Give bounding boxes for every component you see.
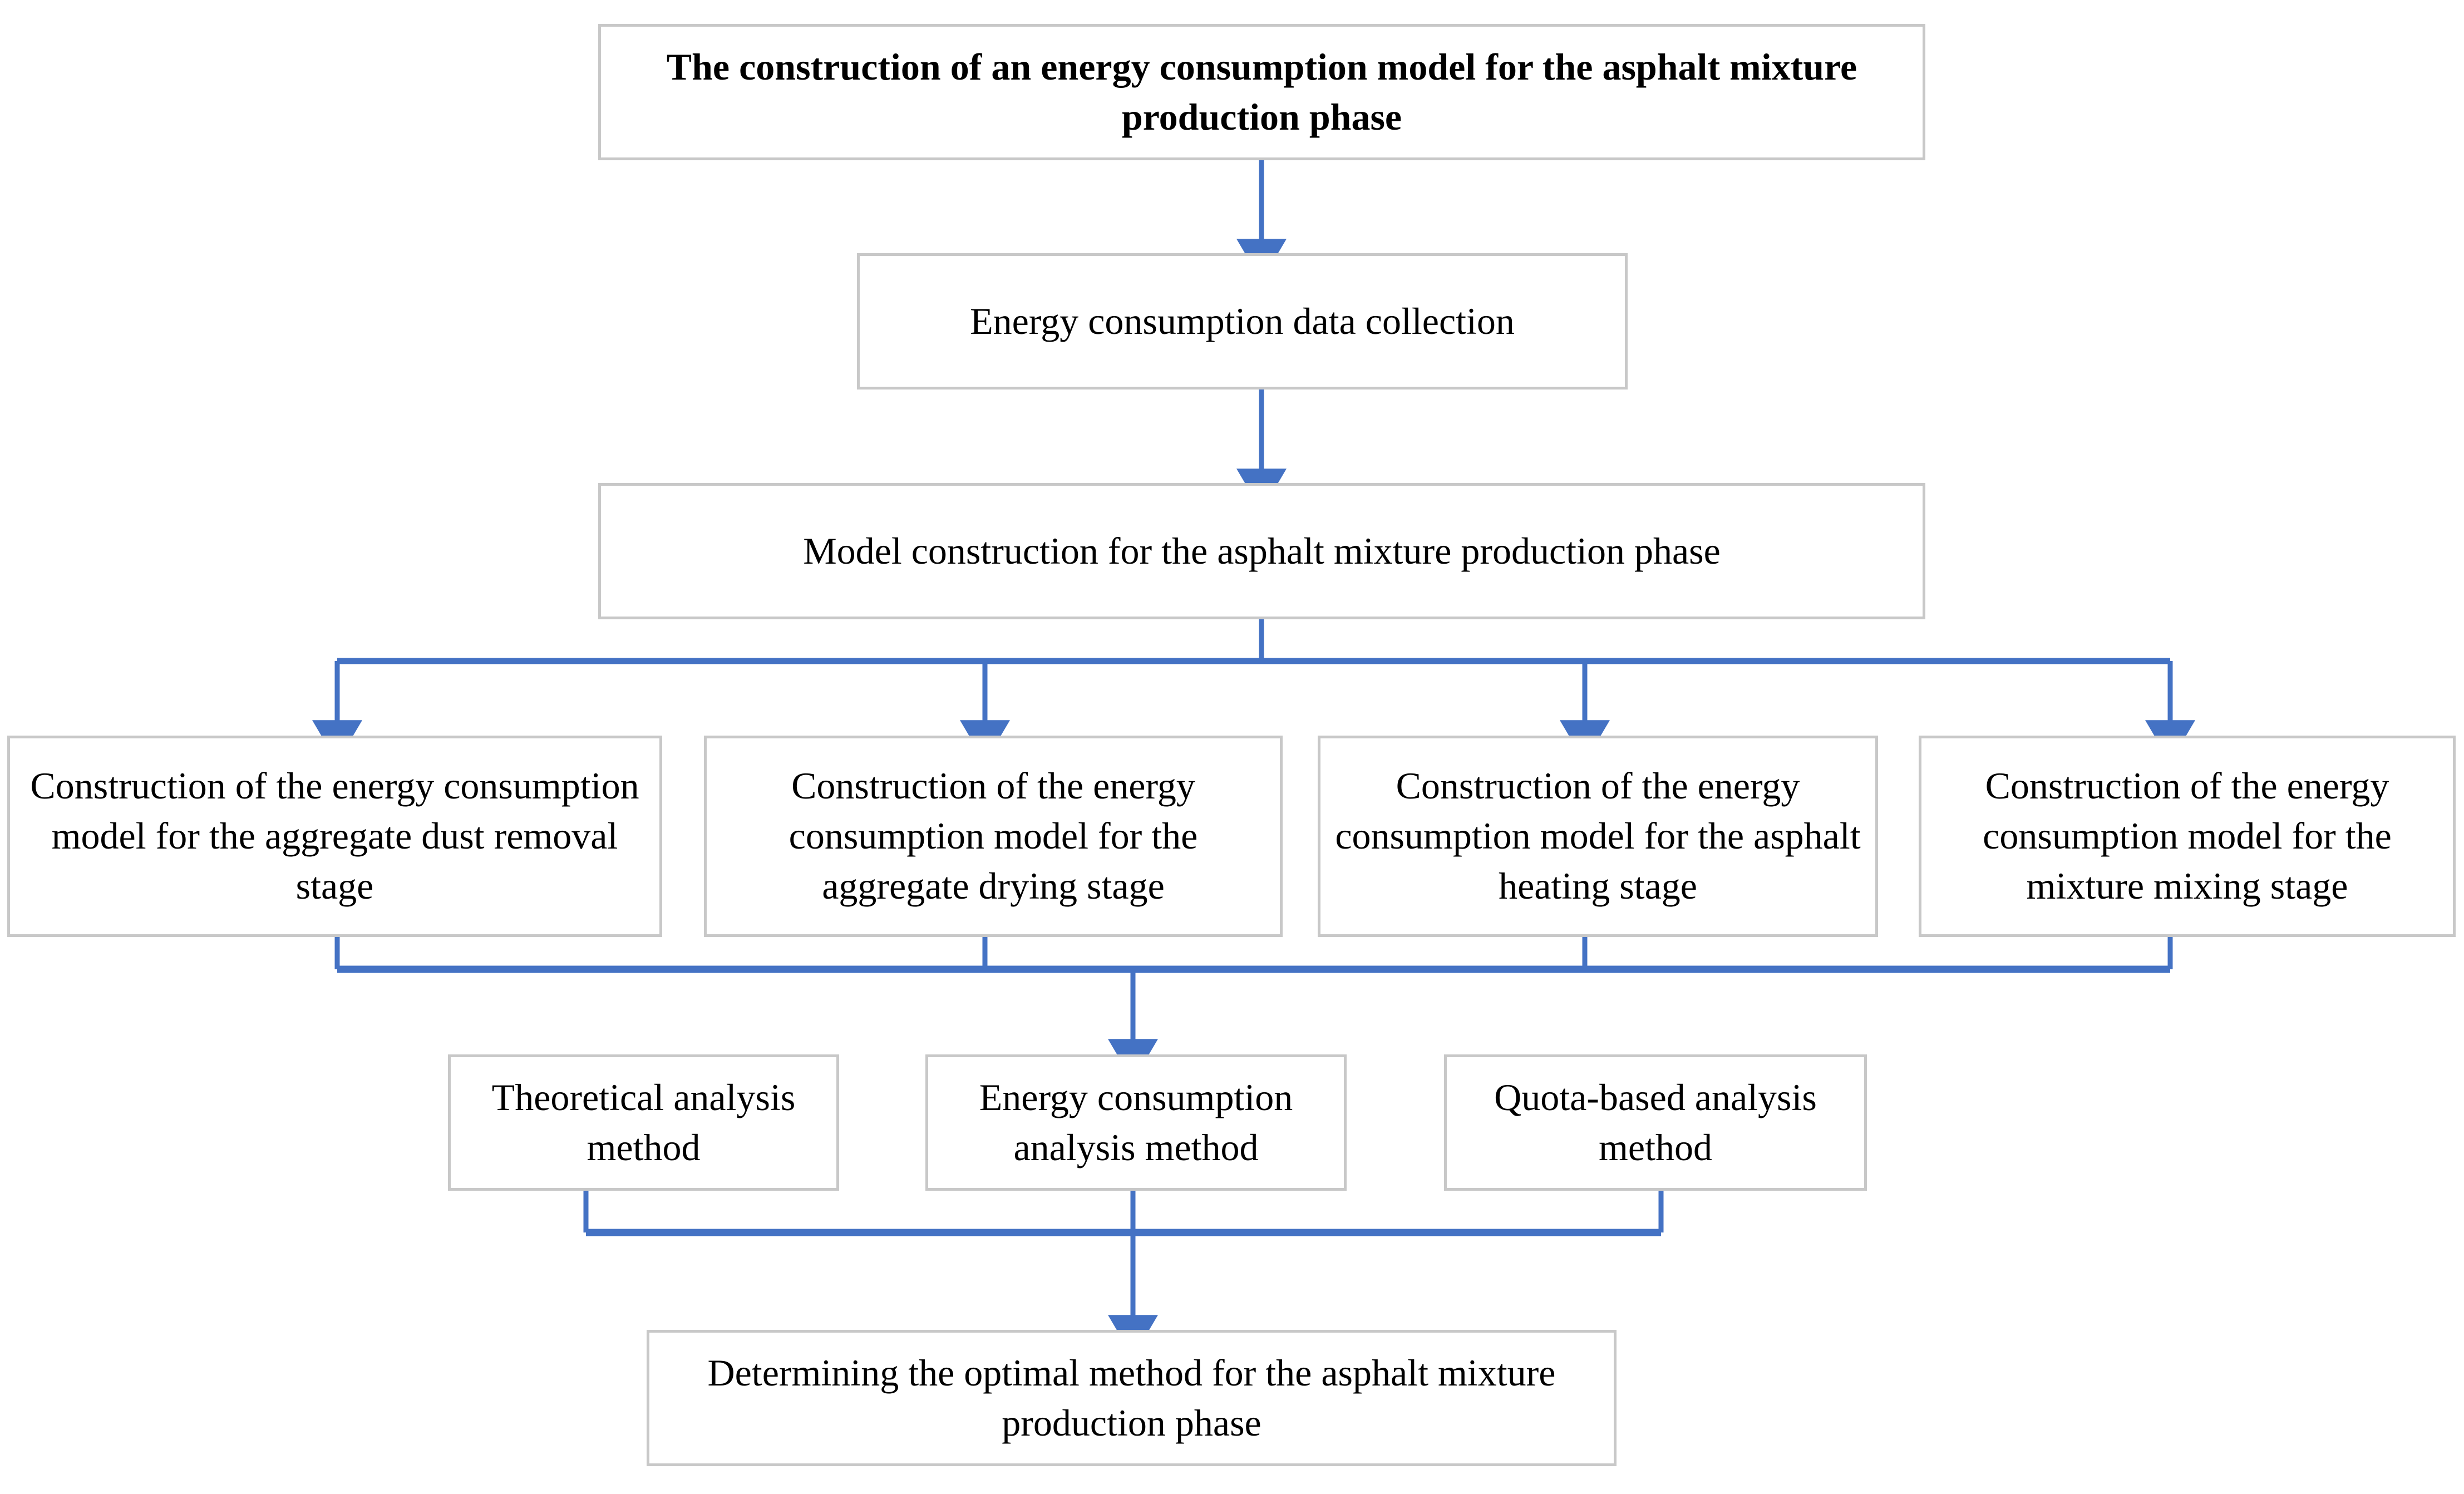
node-stage-drying[interactable]: Construction of the energy consumption m… <box>704 736 1283 937</box>
node-stage-dust-removal-label: Construction of the energy consumption m… <box>30 765 639 907</box>
node-stage-mixture-mixing-label: Construction of the energy consumption m… <box>1983 765 2392 907</box>
node-root[interactable]: The construction of an energy consumptio… <box>598 24 1925 160</box>
node-stage-asphalt-heating-label: Construction of the energy consumption m… <box>1335 765 1861 907</box>
edge-stages-merge-to-analysis-methods <box>334 937 2173 1082</box>
node-model-construction[interactable]: Model construction for the asphalt mixtu… <box>598 483 1925 619</box>
node-method-quota-based[interactable]: Quota-based analysis method <box>1444 1054 1867 1191</box>
node-model-construction-label: Model construction for the asphalt mixtu… <box>803 529 1721 572</box>
node-stage-dust-removal[interactable]: Construction of the energy consumption m… <box>7 736 662 937</box>
node-stage-asphalt-heating[interactable]: Construction of the energy consumption m… <box>1318 736 1878 937</box>
node-root-label: The construction of an energy consumptio… <box>666 45 1857 138</box>
node-method-theoretical[interactable]: Theoretical analysis method <box>448 1054 839 1191</box>
node-stage-mixture-mixing[interactable]: Construction of the energy consumption m… <box>1919 736 2456 937</box>
node-method-energy-consumption[interactable]: Energy consumption analysis method <box>925 1054 1347 1191</box>
node-outcome-label: Determining the optimal method for the a… <box>707 1351 1556 1444</box>
node-outcome[interactable]: Determining the optimal method for the a… <box>647 1330 1617 1466</box>
node-method-energy-consumption-label: Energy consumption analysis method <box>979 1076 1293 1168</box>
node-method-quota-based-label: Quota-based analysis method <box>1494 1076 1817 1168</box>
node-stage-drying-label: Construction of the energy consumption m… <box>789 765 1198 907</box>
edge-model-construction-fanout <box>312 619 2195 763</box>
node-data-collection[interactable]: Energy consumption data collection <box>857 253 1628 389</box>
node-data-collection-label: Energy consumption data collection <box>970 299 1515 342</box>
node-method-theoretical-label: Theoretical analysis method <box>491 1076 796 1168</box>
edge-methods-merge-to-outcome <box>583 1191 1664 1358</box>
